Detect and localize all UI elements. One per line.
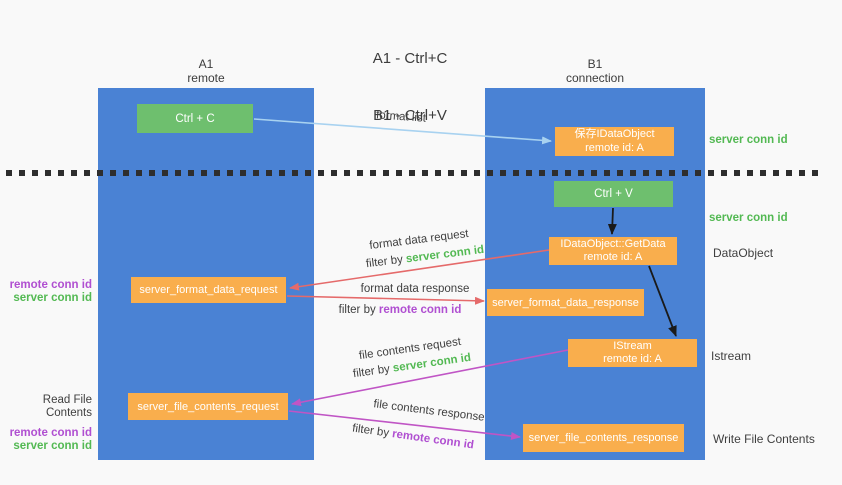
remote-conn-id-text: remote conn id <box>391 428 475 452</box>
node-server-format-data-request-label: server_format_data_request <box>139 284 278 296</box>
node-save-idataobject: 保存IDataObject remote id: A <box>555 127 674 156</box>
filter-by-prefix: filter by <box>352 362 394 381</box>
lane-right-header: B1 connection <box>485 57 705 85</box>
node-istream-line1: IStream <box>613 339 652 352</box>
node-save-idataobject-line1: 保存IDataObject <box>574 128 655 140</box>
label-read-file-contents: Read File Contents <box>42 394 92 419</box>
lane-right-title: B1 <box>587 57 603 71</box>
server-conn-id-text: server conn id <box>405 243 485 266</box>
format-data-response-arrow <box>286 295 485 305</box>
filter-by-prefix: filter by <box>351 422 393 441</box>
dotted-divider <box>6 170 822 176</box>
label-remote-conn-id-left-1: remote conn id <box>9 279 92 291</box>
lane-right-subtitle: connection <box>565 71 625 85</box>
page-title: A1 - Ctrl+C B1 - Ctrl+V <box>330 11 490 163</box>
node-idataobject-getdata-line2: remote id: A <box>583 251 643 263</box>
filter-by-prefix: filter by <box>338 304 379 316</box>
left-conn-id-group-2: Read File Contents remote conn id server… <box>2 394 92 453</box>
node-ctrl-c-label: Ctrl + C <box>175 112 215 125</box>
left-conn-id-group-1: remote conn id server conn id <box>2 279 92 305</box>
lane-left-subtitle: remote <box>187 71 225 85</box>
label-server-conn-id-left-1: server conn id <box>13 292 92 304</box>
remote-conn-id-text: remote conn id <box>378 304 462 316</box>
node-server-format-data-response-label: server_format_data_response <box>492 296 639 309</box>
label-file-contents-response: file contents response <box>372 398 486 424</box>
lane-left-title: A1 <box>198 57 214 71</box>
node-idataobject-getdata-line1: IDataObject::GetData <box>560 237 666 250</box>
node-istream-line2: remote id: A <box>603 353 662 365</box>
node-idataobject-getdata: IDataObject::GetData remote id: A <box>549 237 677 265</box>
node-server-format-data-response: server_format_data_response <box>487 289 644 316</box>
label-istream: Istream <box>711 349 752 363</box>
label-filter-by-remote-conn-id-2: filter by remote conn id <box>351 423 474 452</box>
node-server-file-contents-response: server_file_contents_response <box>523 424 684 452</box>
title-line-1: A1 - Ctrl+C <box>372 50 448 67</box>
node-istream: IStream remote id: A <box>568 339 697 367</box>
label-filter-by-remote-conn-id-1: filter by remote conn id <box>339 304 462 316</box>
node-server-file-contents-response-label: server_file_contents_response <box>528 432 679 444</box>
label-server-conn-id-right-top: server conn id <box>709 134 788 146</box>
node-server-file-contents-request-label: server_file_contents_request <box>137 400 279 413</box>
label-dataobject: DataObject <box>713 246 774 260</box>
filter-by-prefix: filter by <box>365 253 407 271</box>
label-server-conn-id-right-mid: server conn id <box>709 212 788 224</box>
node-ctrl-v: Ctrl + V <box>554 181 673 207</box>
node-ctrl-v-label: Ctrl + V <box>594 188 633 200</box>
node-ctrl-c: Ctrl + C <box>137 104 253 133</box>
label-format-data-response: format data response <box>360 283 470 295</box>
node-server-file-contents-request: server_file_contents_request <box>128 393 288 420</box>
lane-left-header: A1 remote <box>98 57 314 85</box>
node-server-format-data-request: server_format_data_request <box>131 277 286 303</box>
label-server-conn-id-left-2: server conn id <box>13 440 92 452</box>
node-save-idataobject-line2: remote id: A <box>585 141 644 154</box>
label-remote-conn-id-left-2: remote conn id <box>9 427 92 439</box>
label-write-file-contents: Write File Contents <box>713 432 815 446</box>
